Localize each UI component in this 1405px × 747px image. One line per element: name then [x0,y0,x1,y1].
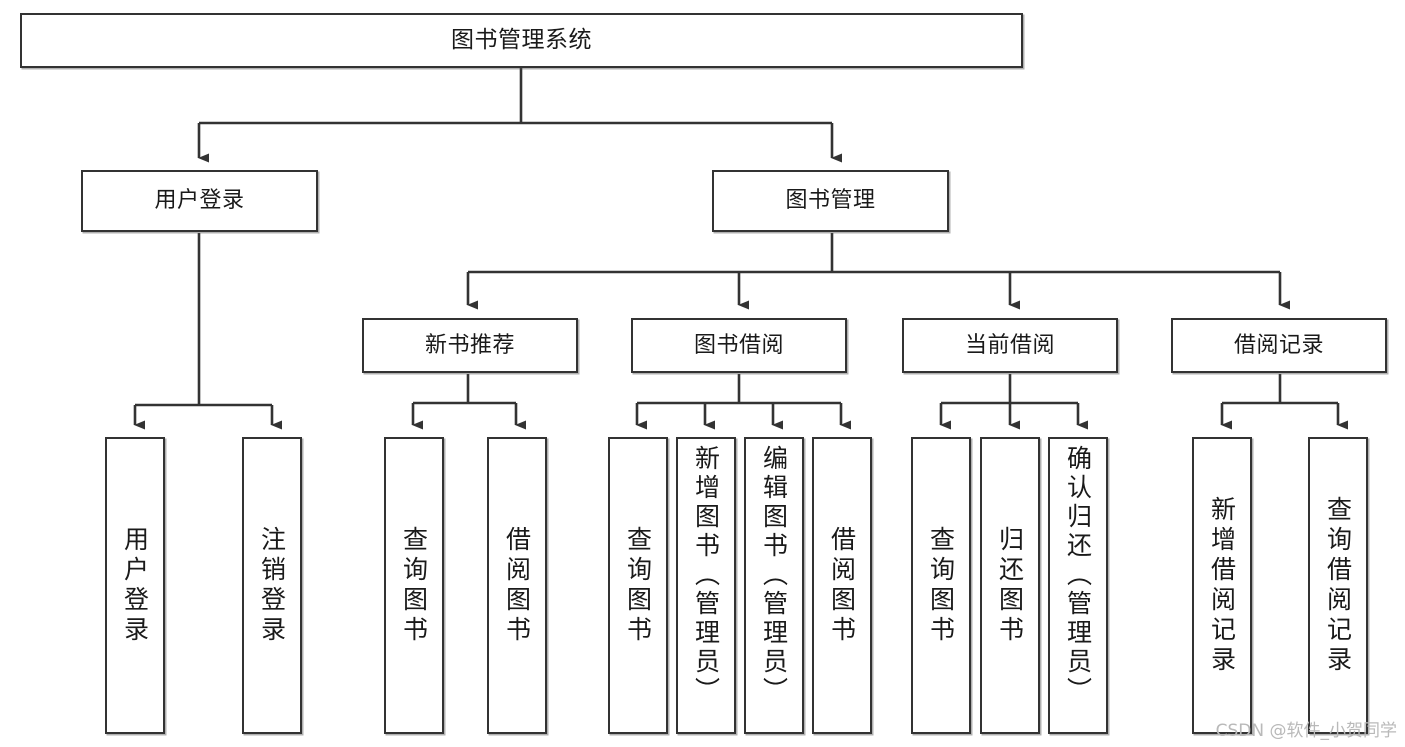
node-label: 注销登录 [257,525,287,646]
node-label: 图书管理系统 [451,27,592,53]
node-label: 当前借阅 [964,332,1055,358]
node-label: 图书管理 [785,188,876,213]
node-label: 借阅记录 [1233,332,1324,358]
leaf-query-borrow-record[interactable]: 查询借阅记录 [1308,437,1368,734]
leaf-return-book[interactable]: 归还图书 [980,437,1040,734]
leaf-confirm-return-admin[interactable]: 确认归还（管理员） [1048,437,1108,734]
leaf-user-login[interactable]: 用户登录 [105,437,165,734]
node-label: 图书借阅 [693,332,784,358]
leaf-query-book-recommend[interactable]: 查询图书 [384,437,444,734]
node-label: 确认归还（管理员） [1063,445,1093,706]
node-label: 用户登录 [154,188,245,213]
node-label: 查询图书 [623,525,653,646]
node-current-borrow[interactable]: 当前借阅 [902,318,1118,373]
node-label: 新增借阅记录 [1207,495,1237,676]
leaf-borrow-book-recommend[interactable]: 借阅图书 [487,437,547,734]
node-user-login[interactable]: 用户登录 [81,170,318,232]
leaf-query-book-current[interactable]: 查询图书 [911,437,971,734]
node-label: 用户登录 [120,525,150,646]
leaf-borrow-book[interactable]: 借阅图书 [812,437,872,734]
node-label: 新增图书（管理员） [691,445,721,706]
node-root-system[interactable]: 图书管理系统 [20,13,1023,68]
node-label: 归还图书 [995,525,1025,646]
node-book-management[interactable]: 图书管理 [712,170,949,232]
leaf-logout-login[interactable]: 注销登录 [242,437,302,734]
node-label: 查询借阅记录 [1323,495,1353,676]
node-label: 查询图书 [399,525,429,646]
node-label: 查询图书 [926,525,956,646]
node-label: 新书推荐 [424,332,515,358]
node-label: 借阅图书 [502,525,532,646]
leaf-edit-book-admin[interactable]: 编辑图书（管理员） [744,437,804,734]
node-label: 编辑图书（管理员） [759,445,789,706]
node-label: 借阅图书 [827,525,857,646]
leaf-add-book-admin[interactable]: 新增图书（管理员） [676,437,736,734]
node-borrow-record[interactable]: 借阅记录 [1171,318,1387,373]
leaf-query-book-borrow[interactable]: 查询图书 [608,437,668,734]
node-book-borrow[interactable]: 图书借阅 [631,318,847,373]
watermark-text: CSDN @软件_小贺同学 [1215,721,1397,741]
node-new-book-recommend[interactable]: 新书推荐 [362,318,578,373]
leaf-add-borrow-record[interactable]: 新增借阅记录 [1192,437,1252,734]
